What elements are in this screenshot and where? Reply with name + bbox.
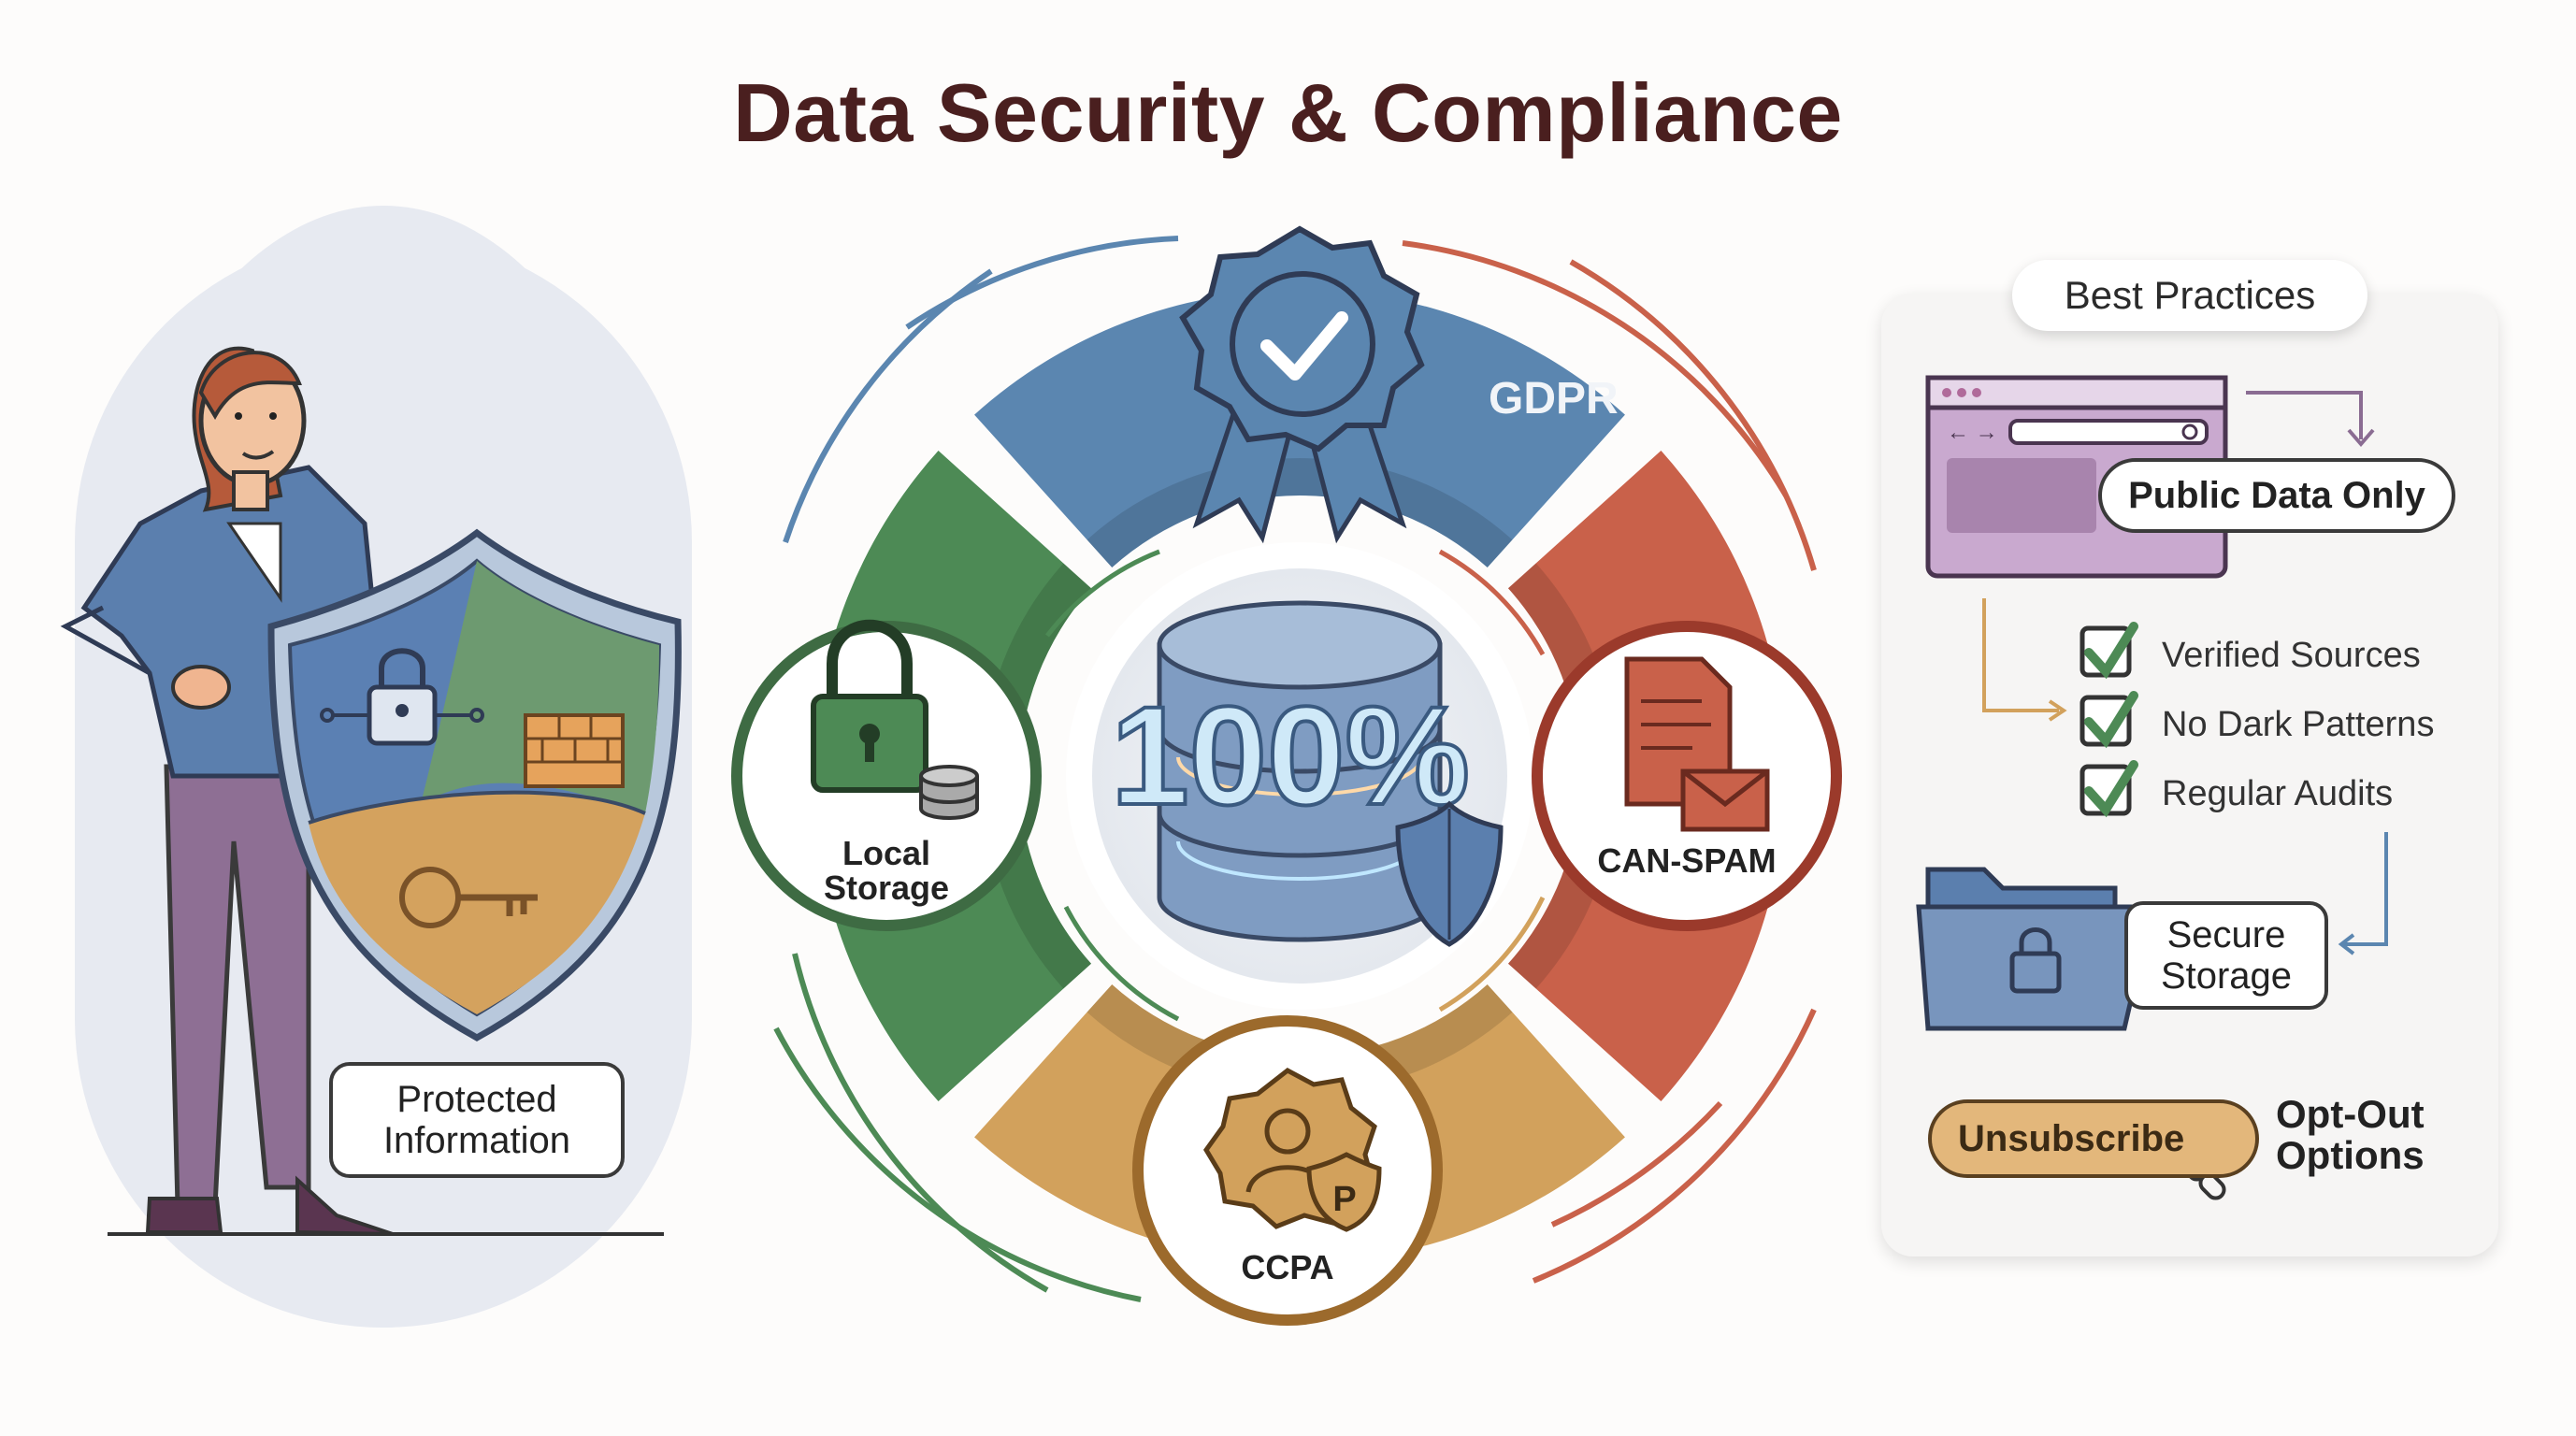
compliance-cycle: 100% GDPR Local Storage	[731, 225, 1842, 1326]
best-practices-heading: Best Practices	[2012, 260, 2367, 331]
secure-storage-label: Secure Storage	[2124, 901, 2328, 1010]
ccpa-node: P CCPA	[1132, 1015, 1443, 1326]
page-title: Data Security & Compliance	[733, 66, 1843, 159]
ring-segment-shade	[1087, 457, 1513, 568]
unsubscribe-button[interactable]: Unsubscribe	[1928, 1099, 2259, 1178]
person-illustration	[60, 206, 692, 1328]
shield-small-icon	[1395, 800, 1504, 947]
protected-information-label: Protected Information	[329, 1062, 625, 1178]
opt-out-options-label: Opt-Out Options	[2276, 1092, 2425, 1177]
folder-lock-icon	[1916, 867, 2156, 1031]
can-spam-node: CAN-SPAM	[1532, 621, 1842, 931]
segment-label-gdpr: GDPR	[1489, 374, 1619, 424]
check-label-regular-audits: Regular Audits	[2162, 774, 2394, 813]
svg-text:P: P	[1332, 1180, 1356, 1219]
checkbox-icon	[2080, 691, 2138, 749]
check-label-verified-sources: Verified Sources	[2162, 636, 2421, 675]
svg-text:Local: Local	[842, 834, 930, 872]
ring-segment-shade	[982, 563, 1092, 989]
local-storage-node: Local Storage	[731, 619, 1042, 931]
padlock-icon	[811, 619, 928, 793]
cycle-arrow	[1550, 1100, 1723, 1228]
envelope-icon	[1680, 768, 1770, 832]
padlock-icon	[320, 648, 484, 746]
database-small-icon	[919, 765, 979, 820]
cycle-arrow	[1569, 259, 1817, 571]
firewall-icon	[524, 713, 625, 788]
privacy-badge-icon: P	[1203, 1068, 1382, 1232]
cycle-arrow	[1532, 1008, 1817, 1284]
segment-label-can-spam: CAN-SPAM	[1597, 841, 1776, 880]
database-icon	[1157, 600, 1443, 942]
svg-text:Storage: Storage	[824, 869, 949, 907]
award-badge-icon	[1179, 225, 1425, 544]
cycle-arrow	[792, 953, 1049, 1293]
cycle-arrow	[1402, 240, 1789, 497]
svg-text:← →: ← →	[1947, 420, 1998, 445]
public-data-only-label: Public Data Only	[2098, 458, 2455, 533]
checkbox-icon	[2080, 622, 2138, 680]
cycle-arrow	[773, 1027, 1142, 1302]
cycle-arrow	[905, 236, 1179, 330]
check-label-no-dark-patterns: No Dark Patterns	[2162, 705, 2435, 744]
segment-label-ccpa: CCPA	[1241, 1248, 1333, 1286]
center-percentage: 100%	[1111, 677, 1470, 834]
checkbox-icon	[2080, 760, 2138, 818]
key-icon	[399, 867, 538, 928]
document-icon	[1624, 656, 1733, 807]
